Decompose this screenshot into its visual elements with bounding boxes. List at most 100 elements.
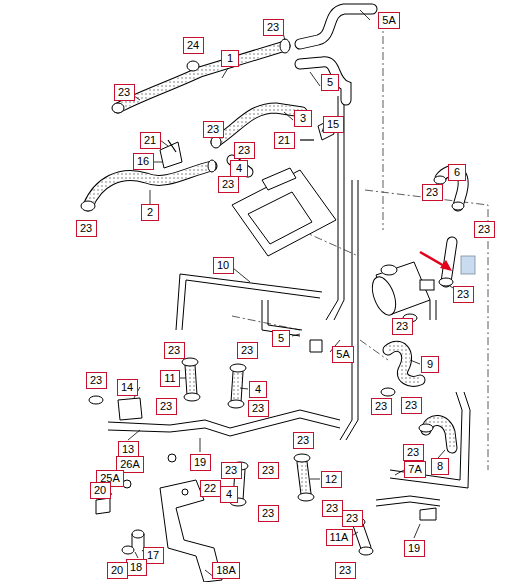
callout-number: 7A <box>404 461 426 478</box>
callout-number: 23 <box>258 505 279 522</box>
callout-text: 11 <box>164 372 176 385</box>
callout-number: 21 <box>274 132 295 149</box>
callout-text: 19 <box>408 542 421 555</box>
callout-number: 23 <box>234 142 255 159</box>
callout-text: 23 <box>426 186 439 199</box>
callout-text: 1 <box>225 52 235 65</box>
callout-number: 3 <box>294 110 312 127</box>
callout-text: 23 <box>478 223 491 236</box>
callout-number: 9 <box>421 356 439 373</box>
callout-text: 23 <box>339 564 352 577</box>
coolant-pump <box>368 262 434 318</box>
callout-text: 5 <box>325 76 335 89</box>
callout-text: 23 <box>267 21 280 34</box>
callout-number: 23 <box>237 342 258 359</box>
callout-text: 20 <box>94 484 107 497</box>
callout-text: 18A <box>216 564 236 577</box>
callout-text: 6 <box>452 166 462 179</box>
callout-number: 19 <box>404 540 425 557</box>
callout-number: 23 <box>218 176 239 193</box>
callout-text: 8 <box>435 460 445 473</box>
hose-texture <box>88 46 452 494</box>
callout-number: 10 <box>213 257 234 274</box>
mounting-bracket <box>96 480 222 582</box>
callout-number: 23 <box>453 286 474 303</box>
hose-clamps <box>81 39 464 555</box>
callout-text: 2 <box>145 206 155 219</box>
callout-number: 23 <box>293 432 314 449</box>
callout-number: 23 <box>322 500 343 517</box>
callout-number: 5 <box>272 330 290 347</box>
callout-number: 23 <box>474 221 495 238</box>
callout-number: 15 <box>323 116 344 133</box>
fittings <box>118 120 436 520</box>
callout-text: 16 <box>137 155 150 168</box>
callout-text: 3 <box>298 112 308 125</box>
callout-text: 23 <box>207 123 220 136</box>
callout-text: 15 <box>327 118 340 131</box>
leader-lines <box>128 10 462 577</box>
callout-text: 23 <box>90 374 103 387</box>
callout-number: 23 <box>335 562 356 579</box>
callout-text: 23 <box>80 222 93 235</box>
callout-number: 2 <box>141 204 159 221</box>
callout-text: 23 <box>262 464 275 477</box>
callout-number: 23 <box>263 19 284 36</box>
callout-number: 12 <box>321 471 342 488</box>
callout-text: 4 <box>234 162 244 175</box>
callout-text: 21 <box>144 134 157 147</box>
callout-number: 20 <box>90 482 111 499</box>
callout-text: 13 <box>122 443 135 456</box>
callout-text: 23 <box>396 320 409 333</box>
callout-number: 23 <box>422 184 443 201</box>
callout-text: 23 <box>241 344 254 357</box>
callout-number: 23 <box>258 462 279 479</box>
callout-number: 11A <box>326 529 353 546</box>
callout-text: 4 <box>253 383 263 396</box>
callout-text: 23 <box>222 178 235 191</box>
callout-text: 23 <box>326 502 339 515</box>
callout-text: 7A <box>408 463 422 476</box>
callout-number: 5A <box>332 346 354 363</box>
callout-number: 23 <box>114 84 135 101</box>
callout-number: 23 <box>221 462 242 479</box>
callout-text: 23 <box>405 399 418 412</box>
callout-text: 23 <box>238 144 251 157</box>
callout-number: 23 <box>248 400 269 417</box>
callout-number: 18 <box>126 559 147 576</box>
callout-text: 22 <box>204 482 217 495</box>
callout-number: 21 <box>140 132 161 149</box>
callout-text: 24 <box>187 39 200 52</box>
callout-text: 17 <box>147 549 160 562</box>
callout-text: 9 <box>425 358 435 371</box>
callout-text: 19 <box>194 456 207 469</box>
callout-text: 23 <box>346 512 359 525</box>
callout-number: 1 <box>221 50 239 67</box>
callout-text: 23 <box>457 288 470 301</box>
callout-text: 4 <box>224 488 234 501</box>
callout-number: 5A <box>378 12 400 29</box>
callout-text: 23 <box>407 446 420 459</box>
callout-number: 19 <box>190 454 211 471</box>
callout-number: 5 <box>321 74 339 91</box>
callout-number: 23 <box>401 397 422 414</box>
callout-number: 4 <box>249 381 267 398</box>
callout-number: 23 <box>203 121 224 138</box>
callout-number: 16 <box>133 153 154 170</box>
callout-text: 10 <box>217 259 230 272</box>
callout-text: 18 <box>130 561 143 574</box>
callout-number: 14 <box>117 379 138 396</box>
callout-number: 20 <box>107 562 128 579</box>
callout-number: 23 <box>86 372 107 389</box>
callout-number: 23 <box>403 444 424 461</box>
callout-text: 23 <box>375 400 388 413</box>
callout-text: 23 <box>168 344 181 357</box>
bolts <box>100 140 314 494</box>
callout-number: 23 <box>342 510 363 527</box>
callout-number: 23 <box>392 318 413 335</box>
hose-fill <box>88 9 463 548</box>
callout-number: 23 <box>156 398 177 415</box>
callout-number: 22 <box>200 480 221 497</box>
callout-text: 23 <box>297 434 310 447</box>
highlighted-part <box>461 256 475 274</box>
